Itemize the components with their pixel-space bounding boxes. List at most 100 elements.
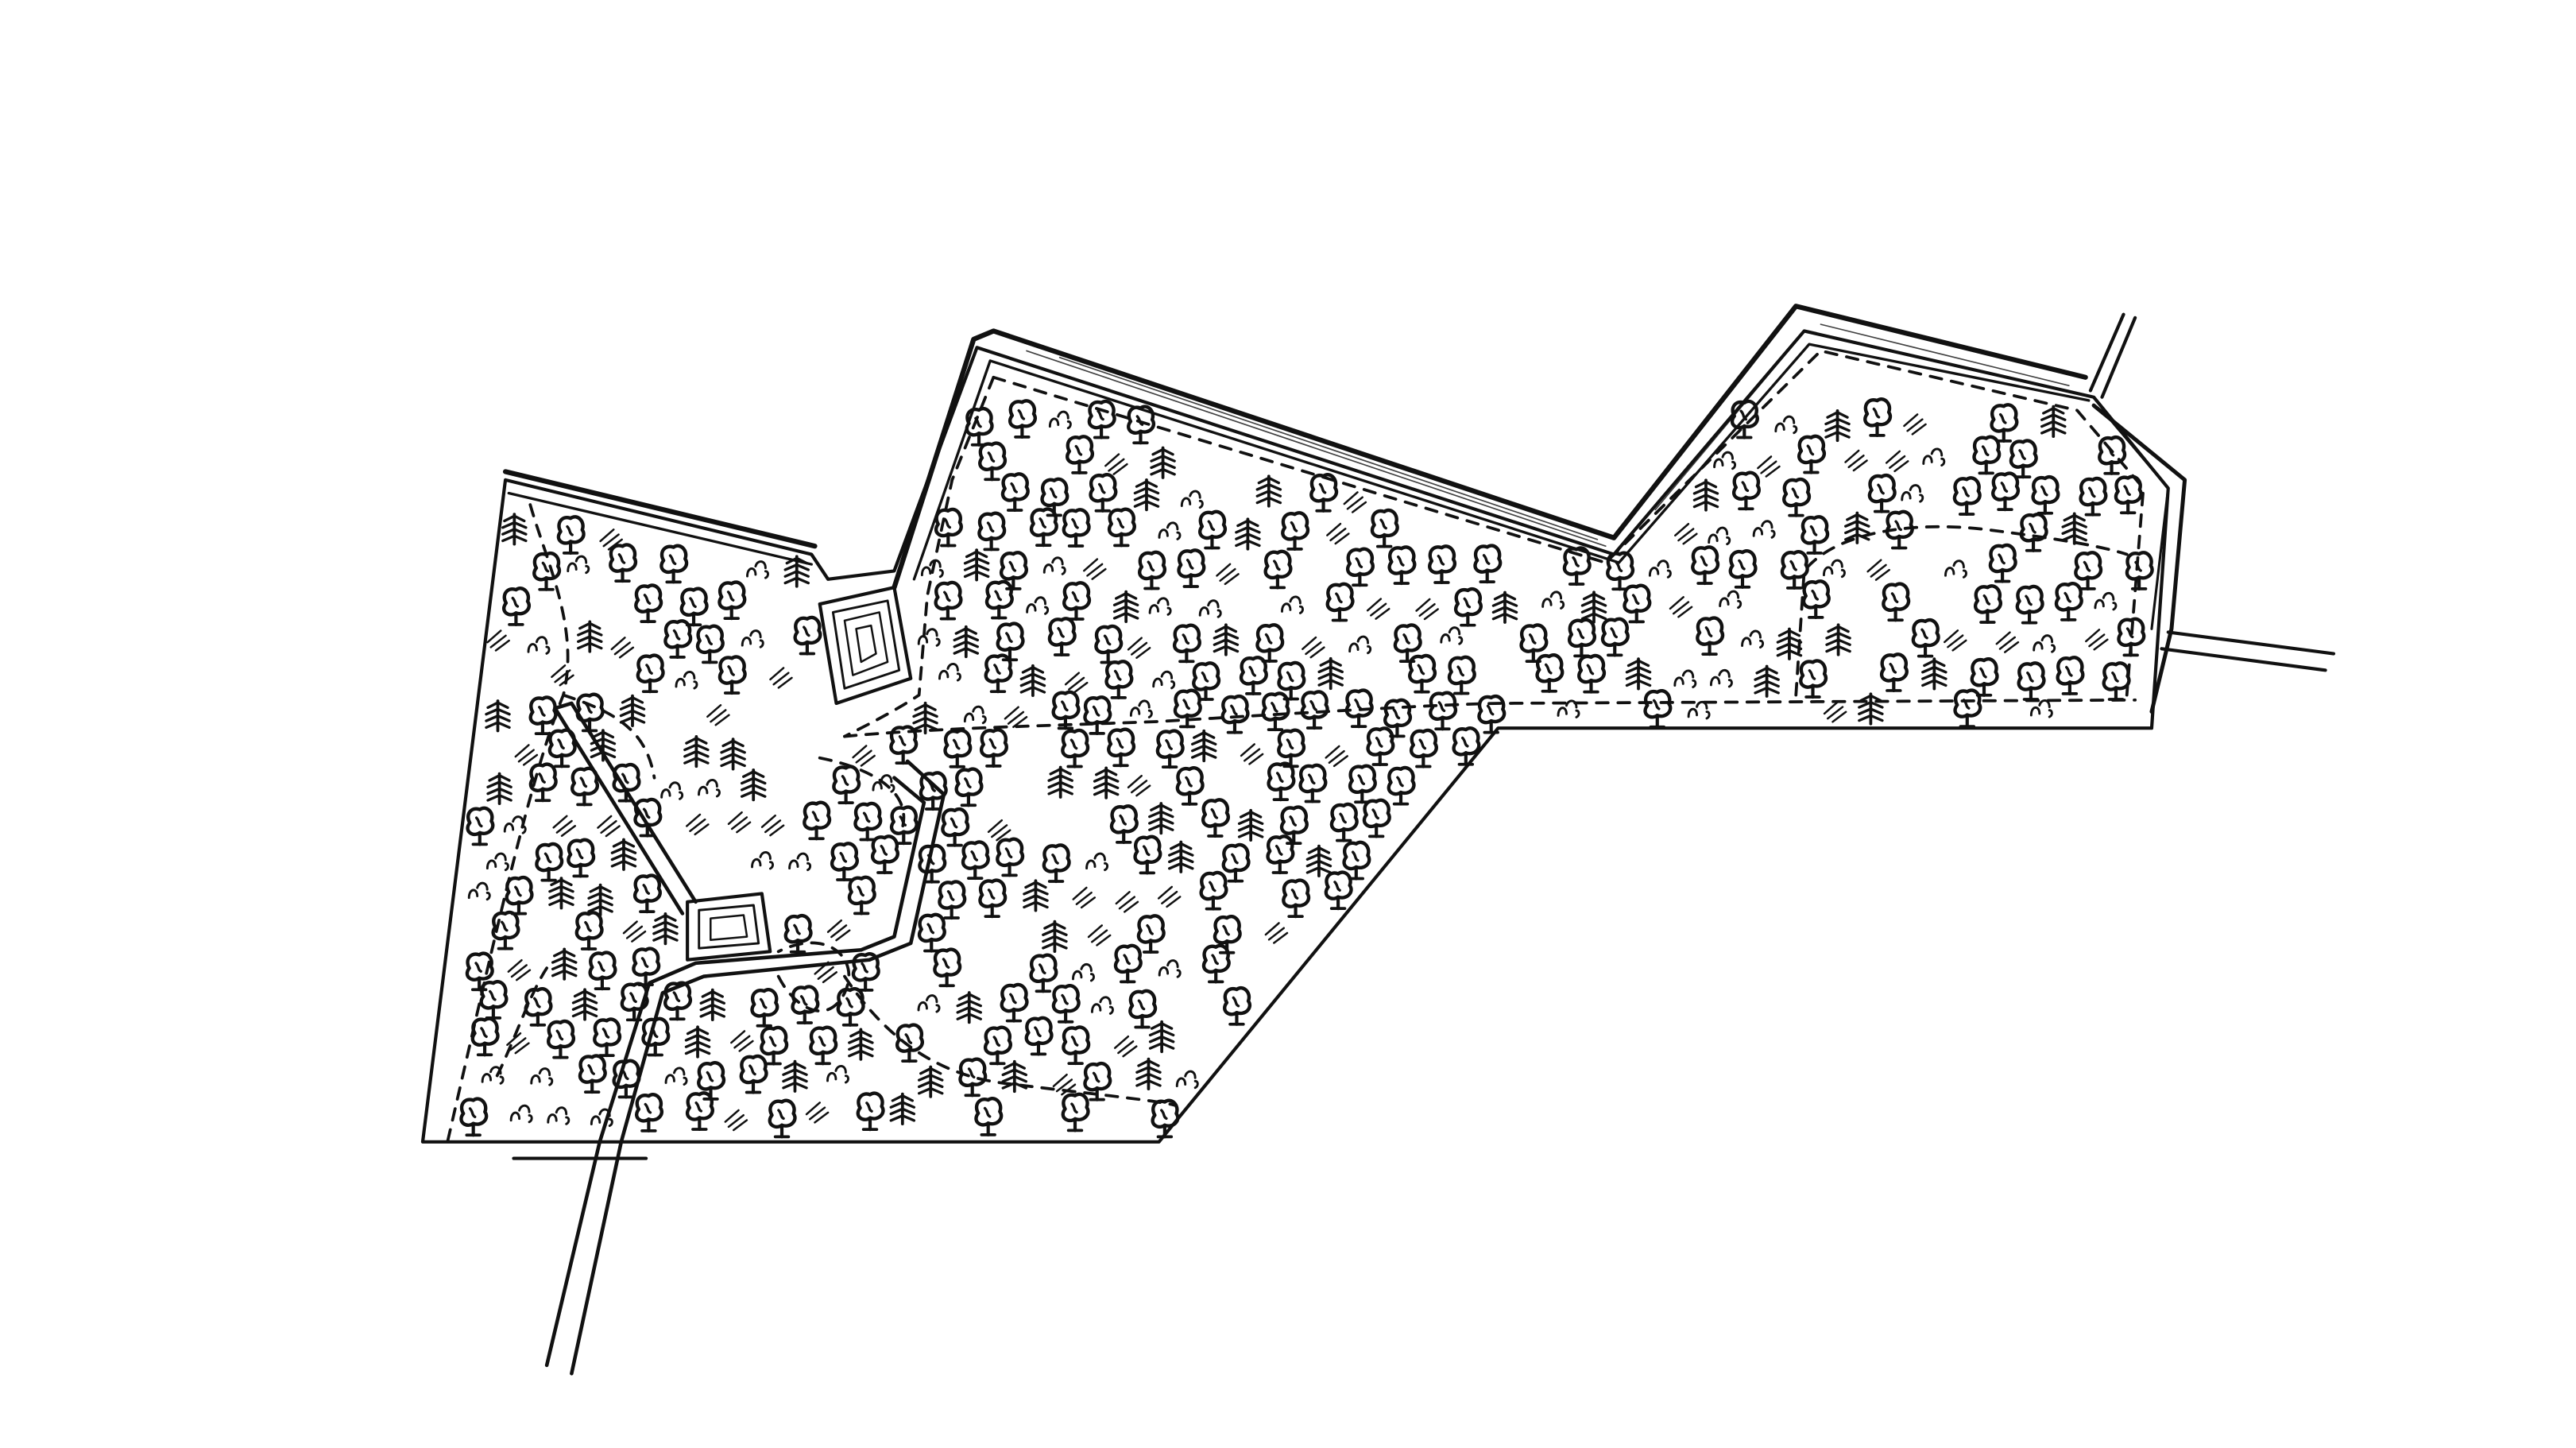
deciduous-tree-icon bbox=[719, 583, 745, 619]
grass-tuft-icon bbox=[1083, 558, 1107, 580]
deciduous-tree-icon bbox=[1993, 474, 2018, 510]
deciduous-tree-icon bbox=[770, 1101, 795, 1137]
grass-tuft-icon bbox=[730, 1030, 754, 1052]
deciduous-tree-icon bbox=[1804, 581, 1829, 618]
deciduous-tree-icon bbox=[1063, 1094, 1089, 1131]
conifer-tree-icon bbox=[1491, 590, 1518, 624]
deciduous-tree-icon bbox=[1802, 517, 1828, 553]
grass-tuft-icon bbox=[1216, 563, 1240, 586]
grass-tuft-icon bbox=[1087, 924, 1112, 947]
deciduous-tree-icon bbox=[1992, 405, 2017, 441]
deciduous-tree-icon bbox=[1430, 693, 1456, 730]
conifer-tree-icon bbox=[501, 513, 528, 546]
shrub-icon bbox=[660, 781, 684, 800]
deciduous-tree-icon bbox=[979, 513, 1004, 550]
grass-tuft-icon bbox=[987, 819, 1011, 842]
grass-tuft-icon bbox=[1823, 701, 1847, 723]
deciduous-tree-icon bbox=[942, 809, 968, 846]
conifer-tree-icon bbox=[1843, 511, 1870, 544]
shrub-icon bbox=[1158, 959, 1182, 978]
conifer-tree-icon bbox=[1255, 474, 1282, 508]
shrub-icon bbox=[1774, 415, 1798, 435]
shrub-icon bbox=[1741, 629, 1765, 649]
vegetation-symbols bbox=[461, 399, 2152, 1136]
deciduous-tree-icon bbox=[1332, 804, 1357, 841]
conifer-tree-icon bbox=[1317, 656, 1344, 691]
deciduous-tree-icon bbox=[2081, 478, 2106, 515]
deciduous-tree-icon bbox=[1139, 916, 1164, 952]
deciduous-tree-icon bbox=[2019, 663, 2044, 699]
shrub-icon bbox=[1752, 520, 1776, 539]
deciduous-tree-icon bbox=[987, 582, 1012, 618]
conifer-tree-icon bbox=[1857, 692, 1884, 726]
shrub-icon bbox=[963, 705, 987, 725]
conifer-tree-icon bbox=[1001, 1059, 1028, 1094]
deciduous-tree-icon bbox=[980, 443, 1005, 480]
deciduous-tree-icon bbox=[1784, 479, 1809, 516]
deciduous-tree-icon bbox=[1224, 845, 1249, 881]
grass-tuft-icon bbox=[805, 1101, 830, 1124]
conifer-tree-icon bbox=[1093, 766, 1120, 799]
deciduous-tree-icon bbox=[580, 1055, 605, 1092]
conifer-tree-icon bbox=[1190, 729, 1217, 763]
shrub-icon bbox=[917, 628, 941, 647]
deciduous-tree-icon bbox=[594, 1019, 620, 1055]
grass-tuft-icon bbox=[506, 1032, 530, 1055]
conifer-tree-icon bbox=[551, 947, 578, 981]
deciduous-tree-icon bbox=[1569, 620, 1595, 656]
grass-tuft-icon bbox=[1004, 706, 1028, 728]
deciduous-tree-icon bbox=[1429, 546, 1455, 583]
deciduous-tree-icon bbox=[1350, 766, 1375, 803]
deciduous-tree-icon bbox=[936, 583, 961, 619]
shrub-icon bbox=[1148, 597, 1172, 616]
shrub-icon bbox=[485, 852, 509, 872]
deciduous-tree-icon bbox=[872, 836, 898, 873]
shrub-icon bbox=[746, 560, 769, 579]
conifer-tree-icon bbox=[587, 883, 614, 916]
deciduous-tree-icon bbox=[1054, 692, 1079, 729]
shrub-icon bbox=[1709, 668, 1733, 688]
conifer-tree-icon bbox=[1305, 844, 1332, 878]
deciduous-tree-icon bbox=[981, 730, 1007, 766]
deciduous-tree-icon bbox=[1579, 656, 1604, 692]
deciduous-tree-icon bbox=[1135, 837, 1161, 873]
deciduous-tree-icon bbox=[473, 1019, 498, 1055]
shrub-icon bbox=[1175, 1070, 1199, 1090]
deciduous-tree-icon bbox=[795, 618, 821, 654]
deciduous-tree-icon bbox=[1974, 437, 1999, 474]
deciduous-tree-icon bbox=[838, 989, 864, 1025]
shrub-icon bbox=[1180, 490, 1204, 509]
shrub-icon bbox=[1719, 590, 1742, 610]
deciduous-tree-icon bbox=[526, 989, 551, 1025]
deciduous-tree-icon bbox=[1031, 955, 1057, 992]
deciduous-tree-icon bbox=[536, 844, 562, 881]
shrub-icon bbox=[1944, 559, 1967, 579]
deciduous-tree-icon bbox=[638, 656, 663, 692]
deciduous-tree-icon bbox=[590, 953, 616, 989]
deciduous-tree-icon bbox=[720, 656, 745, 693]
deciduous-tree-icon bbox=[468, 808, 493, 845]
conifer-tree-icon bbox=[783, 555, 810, 588]
deciduous-tree-icon bbox=[1692, 547, 1718, 583]
grass-tuft-icon bbox=[1264, 922, 1289, 944]
deciduous-tree-icon bbox=[1411, 730, 1437, 767]
grass-tuft-icon bbox=[1072, 886, 1097, 909]
shrub-icon bbox=[1048, 410, 1072, 430]
deciduous-tree-icon bbox=[1456, 589, 1481, 625]
deciduous-tree-icon bbox=[1107, 661, 1132, 698]
grass-tuft-icon bbox=[551, 664, 574, 687]
deciduous-tree-icon bbox=[1096, 626, 1121, 663]
drainage-ditch-upper bbox=[502, 304, 2091, 590]
conifer-tree-icon bbox=[1150, 446, 1177, 479]
deciduous-tree-icon bbox=[858, 1094, 884, 1130]
grass-tuft-icon bbox=[1903, 413, 1927, 436]
deciduous-tree-icon bbox=[548, 1021, 574, 1058]
deciduous-tree-icon bbox=[1882, 654, 1907, 691]
deciduous-tree-icon bbox=[1731, 551, 1756, 587]
deciduous-tree-icon bbox=[682, 589, 707, 625]
shrub-icon bbox=[826, 1064, 849, 1084]
shrub-icon bbox=[530, 1067, 554, 1086]
grass-tuft-icon bbox=[724, 1109, 748, 1132]
deciduous-tree-icon bbox=[1913, 620, 1939, 656]
deciduous-tree-icon bbox=[919, 915, 945, 951]
